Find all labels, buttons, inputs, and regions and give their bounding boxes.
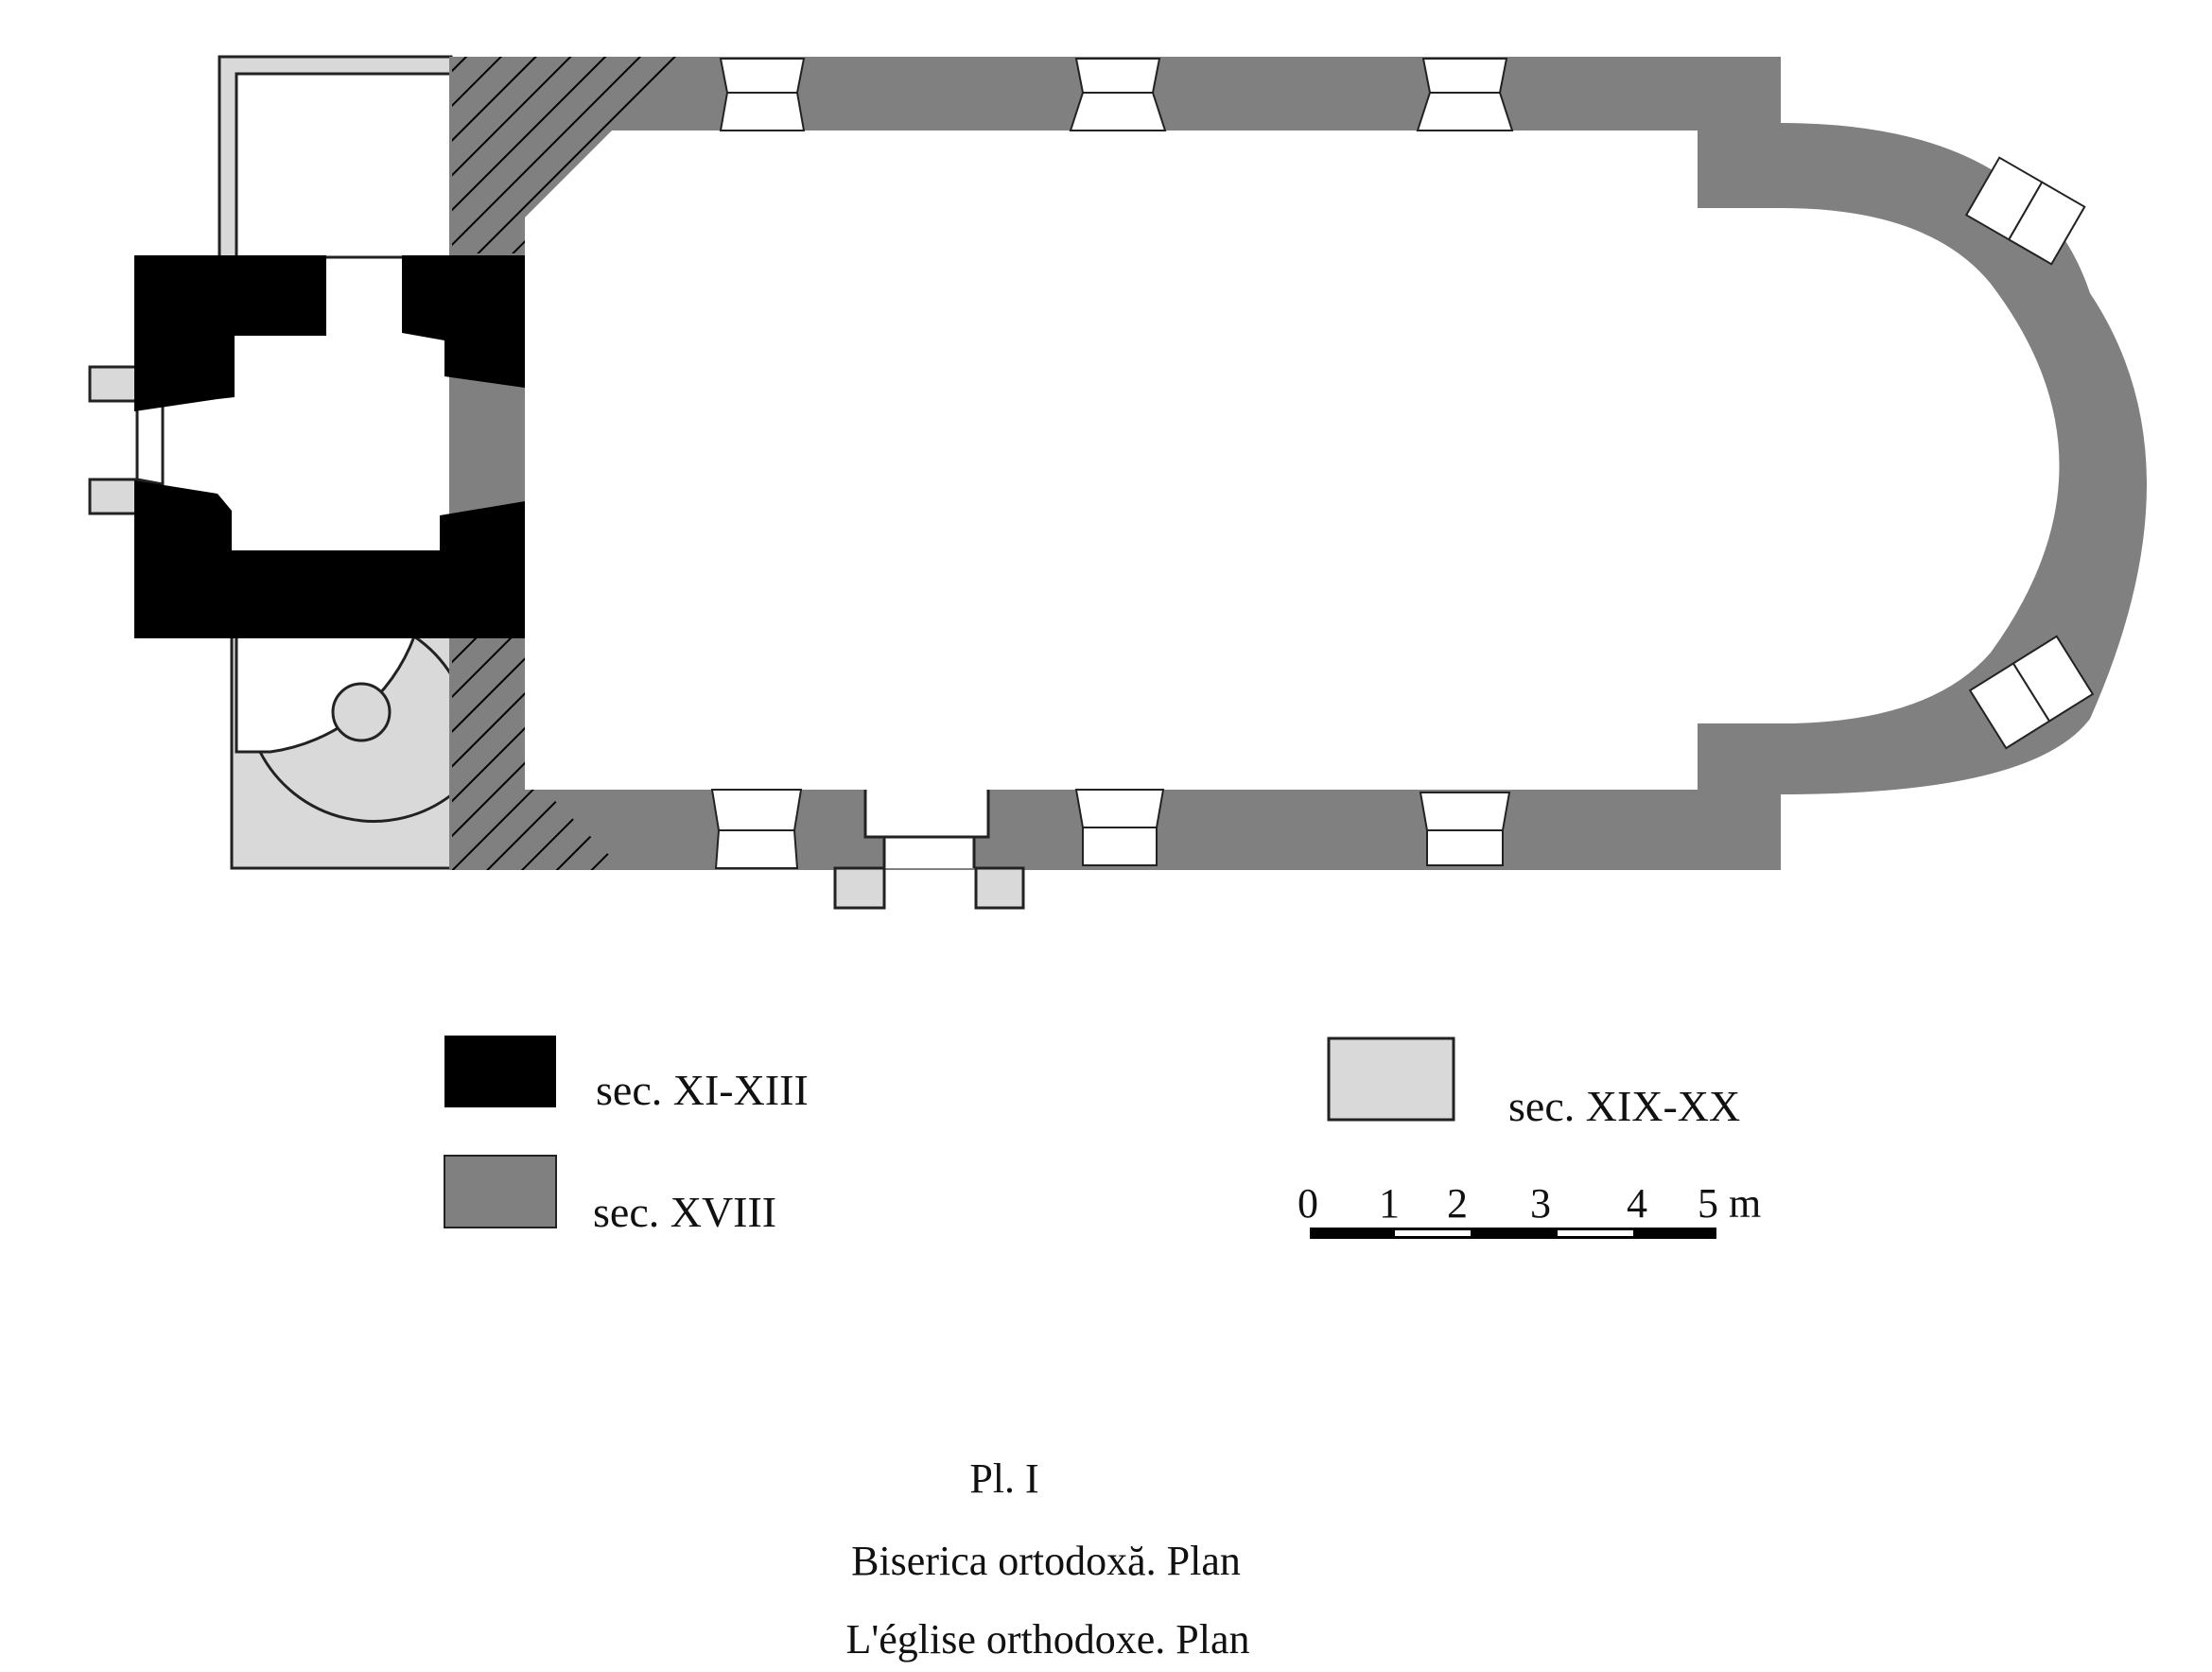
floor-plan xyxy=(88,55,2147,910)
window-north-3 xyxy=(1416,58,1514,131)
door-step-left xyxy=(833,866,886,910)
scale-tick-0: 0 xyxy=(1298,1180,1318,1227)
legend-label-11-13c: sec. XI-XIII xyxy=(596,1066,809,1114)
legend-label-18c: sec. XVIII xyxy=(593,1188,776,1236)
scale-tick-5: 5 m xyxy=(1698,1180,1761,1227)
caption: Pl. I Biserica ortodoxă. Plan L'église o… xyxy=(845,1455,1249,1663)
apse-windows xyxy=(1964,156,2095,750)
window-north-1 xyxy=(719,58,806,131)
scale-tick-1: 1 xyxy=(1379,1180,1400,1227)
apse-window-upper xyxy=(1964,156,2086,266)
scale-bar: 0 1 2 3 4 5 m xyxy=(1298,1180,1761,1239)
scale-bar-outline xyxy=(1310,1228,1716,1239)
windows-north xyxy=(719,58,1514,131)
apse-window-lower xyxy=(1968,635,2095,750)
circle-feature xyxy=(331,682,392,742)
legend-swatch-gray xyxy=(444,1155,557,1228)
legend-swatch-light xyxy=(1327,1036,1455,1122)
scale-tick-3: 3 xyxy=(1530,1180,1551,1227)
nave-walls-18c xyxy=(449,57,2147,870)
windows-south xyxy=(710,789,1511,869)
south-doorway xyxy=(833,790,1025,910)
window-south-2 xyxy=(1074,789,1165,866)
scale-bar-segment-white-1 xyxy=(1395,1230,1471,1236)
legend-label-19-20c: sec. XIX-XX xyxy=(1508,1082,1740,1130)
side-buttresses-19-20c xyxy=(88,365,165,515)
caption-plate: Pl. I xyxy=(969,1455,1038,1502)
legend: sec. XI-XIII sec. XVIII sec. XIX-XX xyxy=(444,1036,1740,1236)
legend-item-11-13c: sec. XI-XIII xyxy=(444,1036,809,1114)
window-north-2 xyxy=(1069,58,1167,131)
legend-item-19-20c: sec. XIX-XX xyxy=(1327,1036,1740,1130)
caption-title-fr: L'église orthodoxe. Plan xyxy=(845,1616,1249,1663)
porch-frame-19-20c xyxy=(218,55,453,259)
font-room-19-20c xyxy=(230,632,454,870)
legend-item-18c: sec. XVIII xyxy=(444,1155,776,1236)
caption-title-ro: Biserica ortodoxă. Plan xyxy=(851,1538,1241,1584)
legend-swatch-black xyxy=(444,1036,556,1107)
scale-tick-4: 4 xyxy=(1627,1180,1647,1227)
scale-bar-segment-white-2 xyxy=(1558,1230,1633,1236)
scale-tick-2: 2 xyxy=(1447,1180,1468,1227)
window-south-3 xyxy=(1419,792,1511,866)
window-south-1 xyxy=(710,789,803,869)
walls-11-13c xyxy=(134,255,525,638)
door-step-right xyxy=(974,866,1025,910)
